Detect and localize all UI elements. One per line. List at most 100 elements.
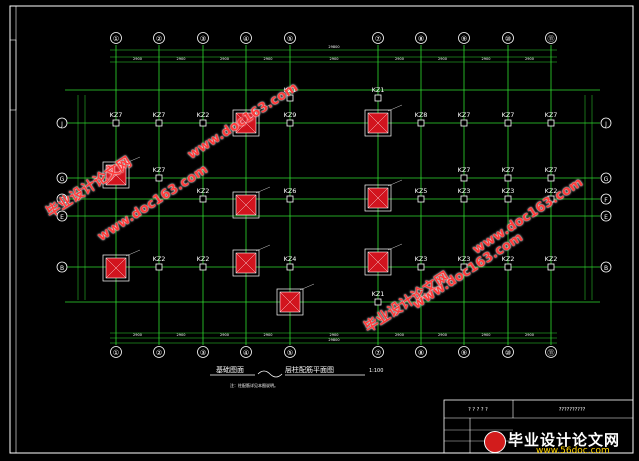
column-kz7[interactable] [547,119,555,127]
column-label: KZ7 [153,166,166,174]
column-label: KZ3 [458,255,471,263]
leader-line [255,244,271,252]
column-spacing-label: 2900 [264,57,273,61]
column-kz2[interactable] [199,119,207,127]
column-label: KZ8 [415,111,428,119]
column-spacing-label: 2900 [133,333,142,337]
brand-name: 毕业设计论文网 [508,431,621,449]
column-kz7[interactable] [504,119,512,127]
column-hatch [279,291,301,313]
axis-bubble[interactable] [415,346,427,358]
axis-bubble[interactable] [600,172,612,184]
axis-bubble[interactable] [600,210,612,222]
axis-bubble[interactable] [458,346,470,358]
column-detail-outline [364,248,392,276]
axis-bubble[interactable] [545,32,557,44]
column-label: KZ7 [502,166,515,174]
axis-bubble[interactable] [110,346,122,358]
title-block-text-left: ? ? ? ? ? [468,407,488,413]
column-kz9[interactable] [286,119,294,127]
axis-number-label: ⑨ [461,349,467,357]
column-kz7[interactable] [155,174,163,182]
column-kz2[interactable] [155,263,163,271]
axis-bubble[interactable] [372,346,384,358]
axis-bubble[interactable] [153,32,165,44]
axis-letter-label: F [60,197,64,204]
axis-bubble[interactable] [56,172,68,184]
site-brand-badge[interactable]: 毕业设计论文网 www.56doc.com [478,428,639,457]
column-kz2[interactable] [199,263,207,271]
axis-bubble[interactable] [502,32,514,44]
column-kz2[interactable] [199,195,207,203]
axis-bubble[interactable] [56,193,68,205]
drawing-frame [9,5,634,454]
axis-number-label: ② [156,349,162,357]
axis-bubble[interactable] [600,193,612,205]
column-spacing-label: 2900 [220,57,229,61]
axis-bubble[interactable] [284,346,296,358]
axis-bubble[interactable] [240,32,252,44]
axis-bubble[interactable] [545,346,557,358]
column-kz7[interactable] [155,119,163,127]
column-kz8[interactable] [417,119,425,127]
column-label: KZ5 [415,187,428,195]
column-kz2[interactable] [547,263,555,271]
axis-bubble[interactable] [600,261,612,273]
axis-number-label: ⑤ [287,349,293,357]
axis-bubble[interactable] [197,32,209,44]
column-kz1[interactable] [374,298,382,306]
column-spacing-label: 2900 [395,333,404,337]
column-kz2[interactable] [504,263,512,271]
column-kz3[interactable] [417,263,425,271]
column-kz3[interactable] [504,195,512,203]
column-kz6[interactable] [286,195,294,203]
leader-line [299,283,315,291]
break-symbol [257,370,283,378]
column-kz4[interactable] [286,263,294,271]
leader-line [387,243,403,251]
column-kz1[interactable] [286,94,294,102]
column-hatch [105,164,127,186]
axis-bubble[interactable] [415,32,427,44]
column-kz7[interactable] [460,174,468,182]
column-kz5[interactable] [417,195,425,203]
axis-number-label: ⑩ [505,35,511,43]
axis-bubble[interactable] [56,261,68,273]
column-detail-outline [102,161,130,189]
column-kz7[interactable] [112,119,120,127]
column-kz1[interactable] [374,94,382,102]
column-detail-outline [232,191,260,219]
overall-dimension-label: 29800 [328,338,339,342]
column-label: KZ9 [284,111,297,119]
axis-bubble[interactable] [372,32,384,44]
axis-number-label: ① [113,35,119,43]
column-detail-outline [232,249,260,277]
leader-line [125,249,141,257]
column-hatch [367,187,389,209]
column-kz7[interactable] [460,119,468,127]
axis-bubble[interactable] [56,117,68,129]
column-kz7[interactable] [504,174,512,182]
axis-bubble[interactable] [240,346,252,358]
column-spacing-label: 2900 [482,57,491,61]
column-label: KZ7 [110,111,123,119]
column-spacing-label: 2900 [264,333,273,337]
axis-bubble[interactable] [56,210,68,222]
axis-bubble[interactable] [110,32,122,44]
column-kz2[interactable] [547,195,555,203]
column-kz3[interactable] [460,263,468,271]
axis-bubble[interactable] [153,346,165,358]
axis-bubble[interactable] [197,346,209,358]
axis-bubble[interactable] [600,117,612,129]
axis-bubble[interactable] [502,346,514,358]
column-label: KZ2 [545,187,558,195]
axis-bubble[interactable] [458,32,470,44]
axis-letter-label: G [60,176,65,183]
column-kz7[interactable] [547,174,555,182]
title-block [443,399,634,454]
axis-bubble[interactable] [284,32,296,44]
axis-number-label: ⑨ [461,35,467,43]
column-kz3[interactable] [460,195,468,203]
